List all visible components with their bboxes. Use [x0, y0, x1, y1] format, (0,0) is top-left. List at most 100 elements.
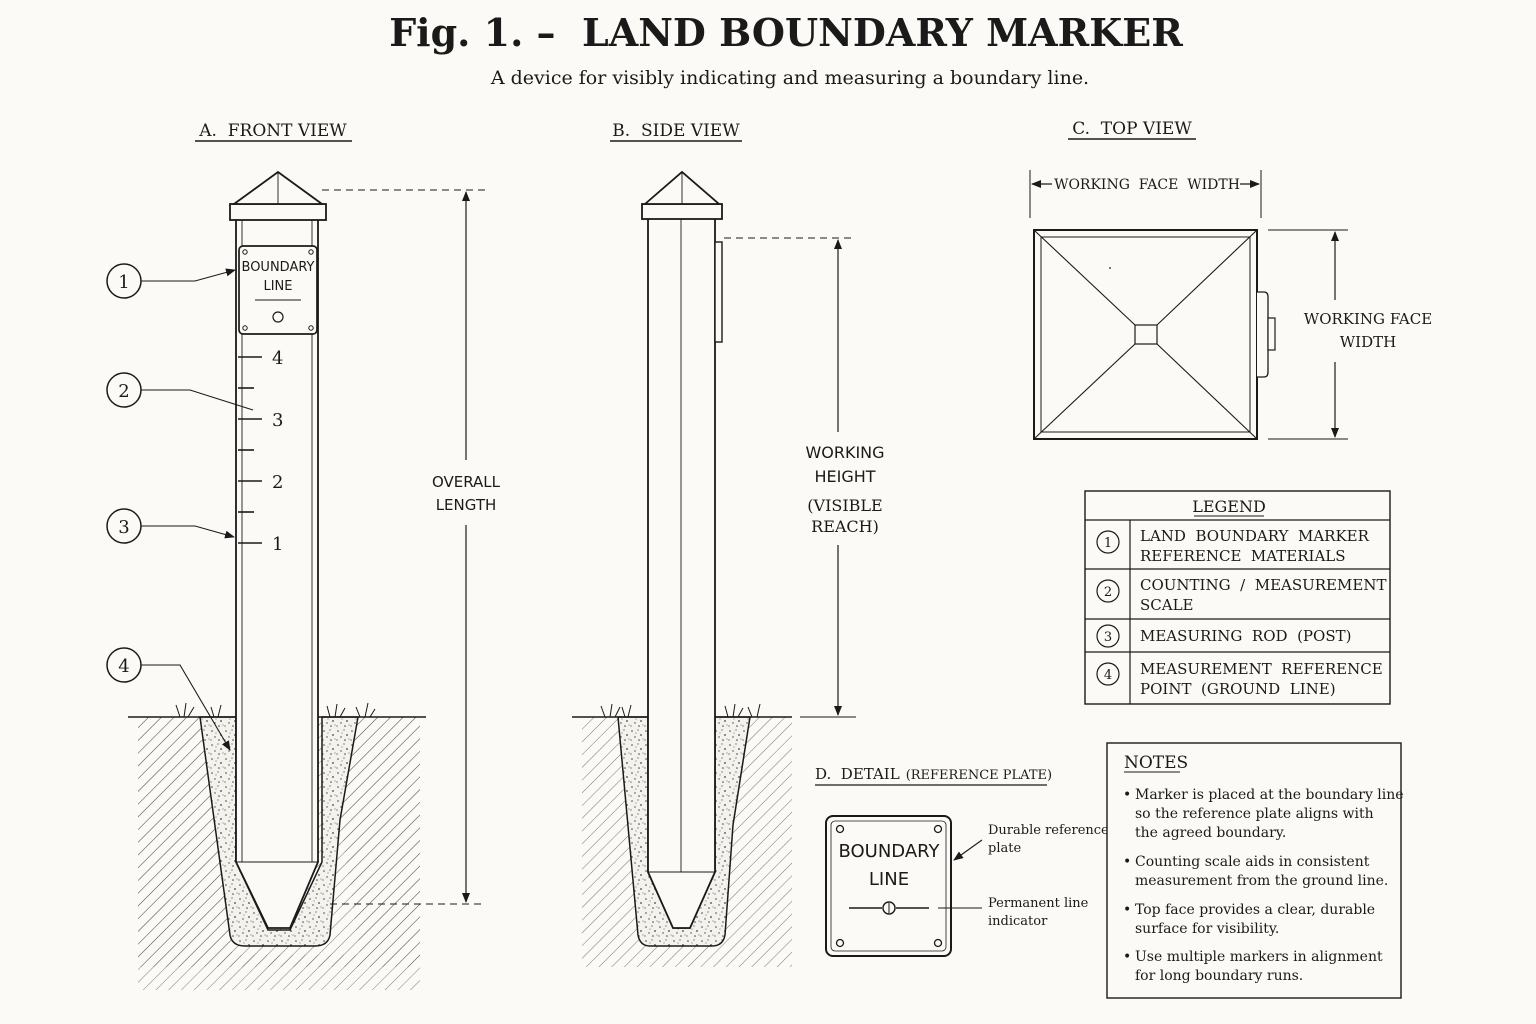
working-height-label-3: (VISIBLE: [807, 496, 882, 515]
notes-item-1-line3: the agreed boundary.: [1135, 825, 1286, 841]
scale-number-3: 3: [272, 410, 283, 431]
overall-length-label-2: LENGTH: [436, 496, 497, 514]
callout-2-leader: [141, 389, 254, 411]
detail-line-indicator: [882, 901, 896, 915]
notes-box: NOTES • Marker is placed at the boundary…: [1106, 742, 1404, 999]
scale-number-1: 1: [272, 534, 283, 555]
callout-1-number: 1: [118, 272, 129, 293]
legend-item-1-line2: REFERENCE MATERIALS: [1140, 547, 1346, 565]
callout-1-leader: [141, 268, 236, 282]
front-view-heading: A. FRONT VIEW: [198, 121, 347, 141]
callout-3-leader: [141, 525, 235, 539]
legend-title: LEGEND: [1192, 497, 1266, 516]
legend-item-1-number: 1: [1104, 536, 1112, 551]
detail-plate-text-1: BOUNDARY: [838, 841, 940, 862]
detail-durable-leader: [953, 839, 983, 861]
figure-subtitle: A device for visibly indicating and meas…: [490, 67, 1089, 89]
callout-2-number: 2: [118, 381, 129, 402]
notes-item-4-line2: for long boundary runs.: [1135, 968, 1303, 984]
front-view: BOUNDARY LINE 4 3 2 1 1 2 3 4: [106, 170, 501, 990]
legend-item-2-circle: [1096, 579, 1120, 603]
notes-item-2-line1: Counting scale aids in consistent: [1135, 854, 1370, 870]
front-plate-screw-tr: [308, 249, 314, 255]
figure-title: Fig. 1. – LAND BOUNDARY MARKER: [389, 10, 1183, 55]
top-side-width-label-1: WORKING FACE: [1304, 310, 1432, 328]
legend-item-3-circle: [1096, 624, 1120, 648]
detail-screw-tl: [835, 824, 845, 834]
scale-number-2: 2: [272, 472, 283, 493]
notes-item-2-line2: measurement from the ground line.: [1135, 873, 1388, 889]
top-face-dot: [1109, 267, 1111, 269]
notes-bullet-4: •: [1123, 949, 1131, 965]
scale-number-4: 4: [272, 348, 283, 369]
detail-screw-br: [933, 938, 943, 948]
working-height-label-2: HEIGHT: [814, 467, 875, 486]
notes-item-3-line2: surface for visibility.: [1135, 921, 1279, 937]
detail-durable-label-1: Durable reference: [988, 823, 1109, 838]
legend-item-3-number: 3: [1104, 630, 1112, 645]
top-face-apex: [1134, 324, 1158, 345]
legend-item-4-line1: MEASUREMENT REFERENCE: [1140, 660, 1383, 678]
legend-item-2-number: 2: [1104, 585, 1112, 600]
top-face-ridge-bl: [1034, 343, 1136, 439]
front-plate-text-1: BOUNDARY: [242, 260, 315, 275]
side-view-heading: B. SIDE VIEW: [612, 121, 740, 141]
legend-item-4-line2: POINT (GROUND LINE): [1140, 680, 1336, 698]
detail-heading: D. DETAIL (REFERENCE PLATE): [815, 765, 1052, 783]
detail-plate-outer: [825, 815, 952, 957]
notes-item-1-line2: so the reference plate aligns with: [1135, 806, 1374, 822]
top-width-label: WORKING FACE WIDTH: [1054, 177, 1240, 193]
detail-heading-sub: (REFERENCE PLATE): [906, 768, 1052, 783]
front-plate-screw-bl: [242, 325, 248, 331]
front-plate-indicator: [272, 311, 284, 323]
front-grass: [175, 702, 376, 718]
top-face-ridge-tl: [1034, 230, 1136, 326]
callout-4-leader: [141, 664, 231, 751]
legend-item-2-line2: SCALE: [1140, 596, 1194, 614]
detail-view: D. DETAIL(REFERENCE PLATE) BOUNDARY LINE…: [815, 765, 1109, 957]
notes-bullet-3: •: [1123, 902, 1131, 918]
notes-bullet-2: •: [1123, 854, 1131, 870]
top-face-inner: [1040, 236, 1251, 433]
side-post-cap: [641, 203, 723, 220]
front-plate-screw-tl: [242, 249, 248, 255]
overall-length-label-1: OVERALL: [432, 473, 501, 491]
top-side-width-label-2: WIDTH: [1340, 333, 1396, 351]
side-post-body: [647, 217, 716, 929]
notes-title: NOTES: [1124, 753, 1188, 773]
callout-3-number: 3: [118, 517, 129, 538]
top-plate-edge: [1257, 291, 1269, 378]
notes-border: [1106, 742, 1402, 999]
working-height-label-4: REACH): [811, 517, 879, 536]
front-gravel-fill: [199, 716, 359, 947]
callout-4-number: 4: [118, 656, 129, 677]
legend-item-4-number: 4: [1104, 668, 1112, 683]
top-view-heading: C. TOP VIEW: [1072, 119, 1192, 139]
legend-item-1-circle: [1096, 530, 1120, 554]
front-plate-screw-br: [308, 325, 314, 331]
side-view: WORKING HEIGHT (VISIBLE REACH): [572, 170, 885, 967]
side-plate-edge: [714, 241, 723, 343]
legend-border: [1084, 490, 1391, 705]
legend-item-4-circle: [1096, 662, 1120, 686]
legend-item-2-line1: COUNTING / MEASUREMENT: [1140, 576, 1386, 594]
detail-permanent-label-2: indicator: [988, 914, 1048, 929]
detail-durable-label-2: plate: [988, 841, 1021, 856]
detail-screw-bl: [835, 938, 845, 948]
top-view: WORKING FACE WIDTH WORKING FACE WIDTH: [1029, 170, 1432, 440]
notes-bullet-1: •: [1123, 787, 1131, 803]
notes-item-1-line1: Marker is placed at the boundary line: [1135, 787, 1404, 803]
notes-item-3-line1: Top face provides a clear, durable: [1135, 902, 1375, 918]
counting-scale: [238, 356, 262, 544]
detail-screw-tr: [933, 824, 943, 834]
detail-permanent-label-1: Permanent line: [988, 896, 1089, 911]
legend-item-3-line1: MEASURING ROD (POST): [1140, 627, 1351, 645]
detail-plate-inner: [830, 820, 947, 952]
top-plate-knob: [1267, 317, 1276, 351]
detail-heading-main: D. DETAIL: [815, 765, 900, 783]
front-post-cap: [229, 203, 327, 221]
working-height-label-1: WORKING: [805, 443, 884, 462]
legend-table: LEGEND 1 LAND BOUNDARY MARKER REFERENCE …: [1084, 490, 1391, 705]
